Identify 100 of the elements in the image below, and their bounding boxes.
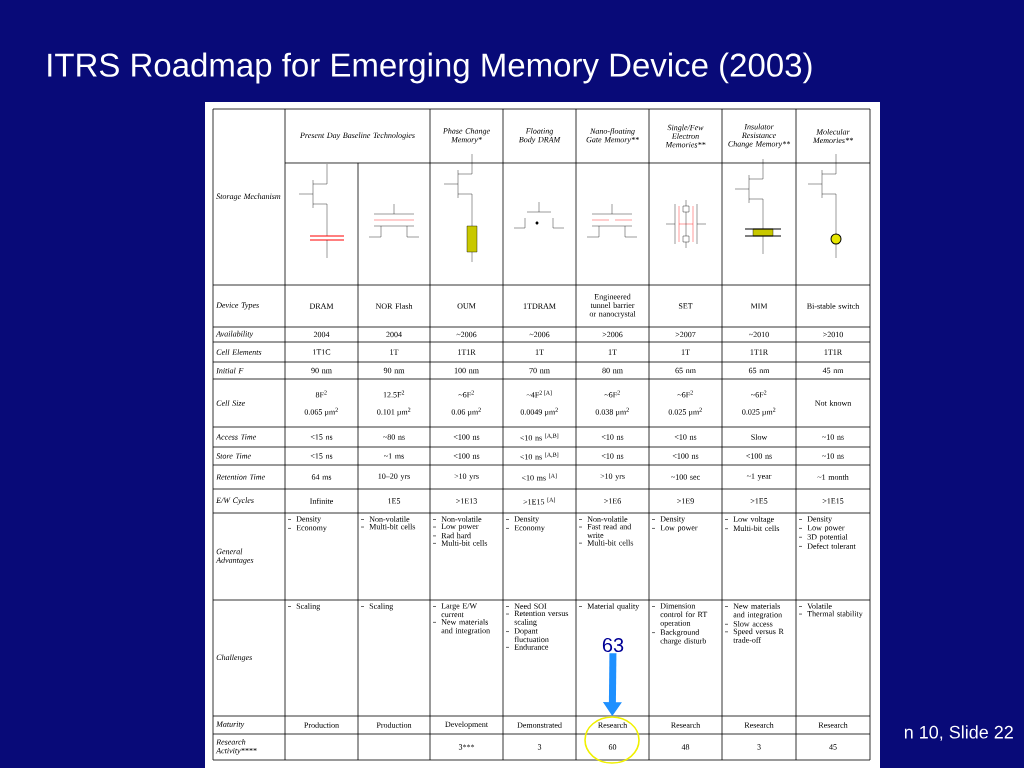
table-cell: 0.025 µm$^{2}$ (742, 407, 776, 417)
table-cell: 1T1R (824, 349, 843, 355)
bullet-item: New materials and integration (432, 619, 490, 635)
row-header: Availability (215, 330, 254, 339)
bullet-item: Density (798, 516, 833, 524)
table-cell: MIM (750, 303, 768, 309)
table-cell: 1TDRAM (523, 303, 556, 309)
table-cell: 45 (829, 744, 837, 750)
table-cell: <10 ns $^{[A,B]}$ (520, 452, 559, 460)
bullet-item: Thermal stability (798, 610, 863, 619)
table-cell: 1T (681, 349, 690, 355)
table-cell: 48 (681, 744, 690, 750)
slide-title: ITRS Roadmap for Emerging Memory Device (2003) (48, 52, 812, 84)
bullet-item: Low power (432, 523, 479, 531)
table-cell: ~1 year (746, 473, 772, 481)
table-cell: >1E15 $^{[A]}$ (523, 497, 555, 505)
bullet-item: Scaling (287, 603, 321, 611)
bullet-item: Volatile (798, 603, 832, 609)
table-cell: >1E6 (604, 498, 621, 504)
table-cell: DRAM (309, 303, 334, 309)
bullet-item: Speed versus R trade-off (724, 628, 784, 643)
table-cell: 64 ms (311, 474, 332, 480)
row-header: Research Activity**** (215, 739, 257, 755)
table-cell: 45 nm (822, 367, 844, 374)
bullet-item: Density (651, 516, 686, 524)
table-cell: ~1 ms (384, 453, 404, 459)
table-cell: 70 nm (529, 367, 550, 374)
column-header: Single/Few Electron Memories** (665, 124, 706, 148)
bullet-item: Endurance (505, 644, 549, 650)
table-cell: <15 ns (310, 434, 333, 440)
table-cell: ~6F$^{2}$ (604, 390, 620, 398)
table-cell: ~10 ns (822, 434, 844, 440)
table-cell: >2006 (602, 331, 623, 338)
row-header: E/W Cycles (216, 497, 254, 505)
bullet-item: Density (505, 516, 540, 524)
bullet-item: Rad hard (432, 532, 471, 539)
highlight-circle (584, 716, 640, 764)
bullet-item: Defect tolerant (798, 543, 856, 549)
table-cell: 10–20 yrs (378, 473, 410, 481)
bullet-item: Economy (287, 525, 327, 533)
table-cell: ~6F$^{2}$ (458, 390, 474, 398)
table-cell: 3 (537, 744, 542, 750)
table-cell: 0.101 µm$^{2}$ (377, 407, 411, 417)
table-cell: 1T1C (313, 349, 331, 355)
table-cell: >1E15 (822, 498, 844, 504)
table-cell: ~6F$^{2}$ (751, 390, 767, 398)
table-cell: 90 nm (311, 367, 332, 374)
table-cell: 1T1R (458, 349, 476, 355)
row-header: Initial F (216, 367, 244, 374)
table-cell: 100 nm (454, 367, 479, 374)
bullet-item: Retention versus scaling (505, 610, 569, 627)
table-cell: NOR Flash (375, 303, 413, 309)
column-header: Floating Body DRAM (518, 128, 561, 144)
table-cell: 3 (757, 744, 761, 750)
table-cell: Engineered tunnel barrier or nanocrystal (589, 293, 636, 319)
bullet-item: Density (287, 516, 322, 524)
table-cell: ~6F$^{2}$ (677, 390, 693, 398)
table-cell: >2010 (823, 331, 843, 338)
row-header: Device Types (216, 302, 259, 310)
column-header: Present Day Baseline Technologies (300, 132, 415, 140)
table-cell: Development (445, 721, 488, 729)
table-cell: 0.0049 µm$^{2}$ (520, 407, 558, 417)
table-cell: >10 yrs (600, 473, 625, 481)
table-cell: ~2006 (456, 331, 477, 338)
table-cell: 12.5F$^{2}$ (383, 390, 405, 398)
bullet-item: Scaling (360, 603, 394, 611)
table-cell: 80 nm (602, 367, 623, 374)
bullet-item: Non-volatile (360, 516, 410, 522)
table-cell: 1T1R (750, 349, 769, 355)
table-cell: 0.06 µm$^{2}$ (451, 407, 481, 417)
column-header: Insulator Resistance Change Memory** (728, 123, 791, 149)
table-cell: >1E5 (750, 498, 768, 504)
table-cell: Research (598, 722, 628, 728)
table-cell: >1E13 (456, 498, 477, 504)
bullet-item: Multi-bit cells (578, 539, 634, 546)
row-header: Cell Size (216, 400, 245, 406)
table-cell: 90 nm (383, 367, 405, 374)
table-cell: OUM (457, 303, 476, 309)
table-cell: ~1 month (817, 474, 849, 480)
table-cell: 60 (608, 744, 617, 750)
table-cell: 1T (535, 349, 544, 355)
row-header: Cell Elements (216, 349, 262, 355)
table-cell: >1E9 (677, 498, 694, 504)
table-cell: 1E5 (388, 498, 401, 504)
table-cell: <10 ns (601, 434, 624, 440)
table-cell: 3*** (458, 744, 475, 750)
table-cell: <10 ns $^{[A,B]}$ (520, 433, 559, 441)
row-header: Challenges (216, 654, 252, 662)
table-cell: 0.025 µm$^{2}$ (668, 407, 702, 417)
table-cell: Infinite (310, 498, 333, 504)
table-cell: Research (744, 722, 774, 728)
table-cell: 0.065 µm$^{2}$ (304, 407, 338, 417)
row-header: Store Time (216, 453, 251, 459)
bullet-item: Low voltage (724, 516, 774, 524)
table-cell: >2007 (675, 331, 696, 338)
table-cell: Demonstrated (517, 722, 562, 728)
table-cell: <100 ns (453, 434, 480, 440)
table-cell: 0.038 µm$^{2}$ (595, 407, 629, 417)
column-header: Phase Change Memory* (442, 128, 490, 144)
row-header: Storage Mechanism (216, 193, 281, 201)
